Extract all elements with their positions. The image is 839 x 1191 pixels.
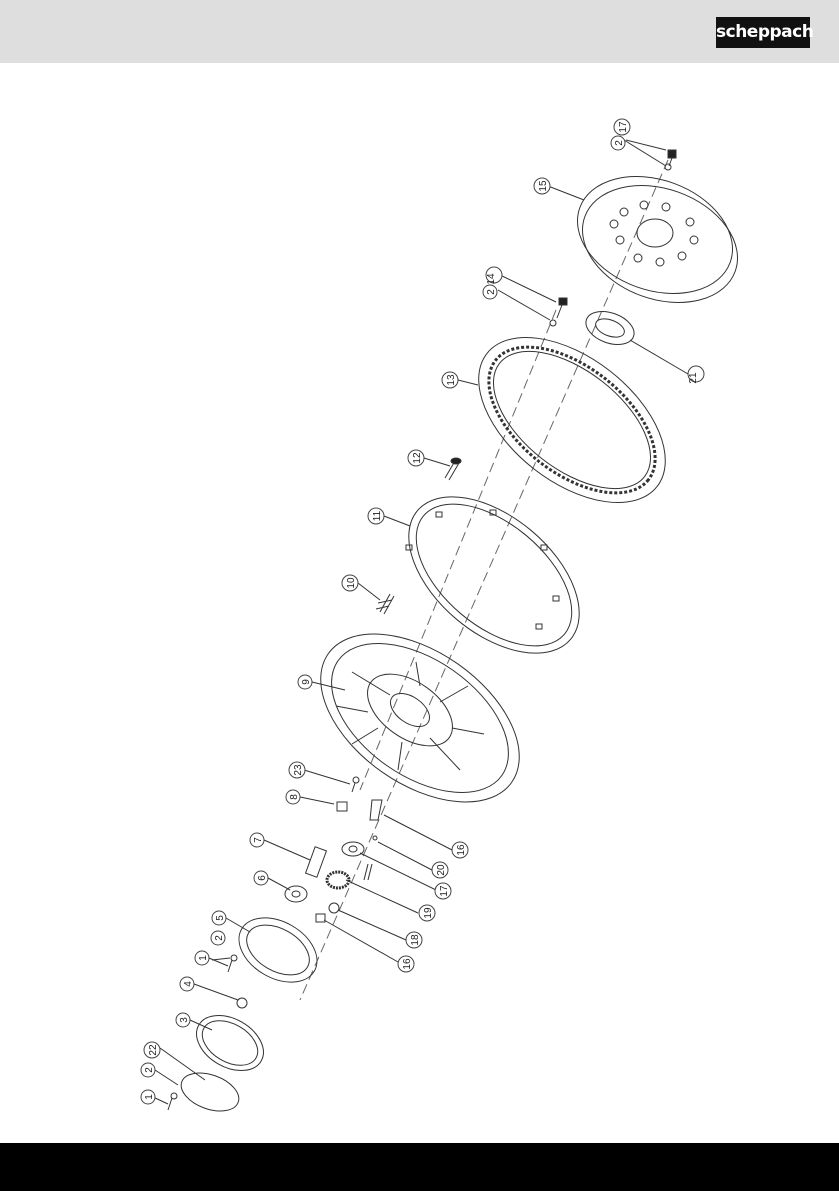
callout-3: 3 [176,1013,190,1027]
part-15-plate [561,156,754,323]
callout-8: 8 [286,790,300,804]
part-9-housing [290,600,549,837]
part-22-o-ring [176,1066,244,1118]
svg-text:8: 8 [289,794,300,800]
svg-text:1: 1 [198,955,209,961]
callout-6: 6 [254,871,268,885]
svg-text:16: 16 [456,844,467,856]
svg-text:4: 4 [183,981,194,987]
callout-13: 13 [442,372,458,388]
callout-19: 19 [419,905,435,921]
part-13-toothed-ring [449,305,696,536]
part-5-cover [228,905,329,995]
exploded-parts-drawing: 1 2 22 3 4 1 2 5 6 7 8 23 9 10 11 12 13 … [0,63,839,1143]
page-header: scheppach [0,0,839,63]
part-6-bearing [285,886,307,902]
part-21-flange [581,305,638,350]
part-3-cap [187,1004,273,1082]
callout-23: 23 [289,762,305,778]
callout-2-mid: 2 [483,285,497,299]
callout-2-top: 2 [611,136,625,150]
part-11-ring [380,466,608,683]
callout-1-upper: 1 [195,951,209,965]
callout-21: 21 [688,366,704,384]
svg-text:16: 16 [402,958,413,970]
svg-text:3: 3 [179,1017,190,1023]
svg-text:19: 19 [423,907,434,919]
part-18-clip [329,903,339,913]
callout-15: 15 [534,178,550,194]
svg-text:2: 2 [614,140,625,146]
svg-text:13: 13 [446,374,457,386]
callout-16-lower: 16 [398,956,414,972]
callout-20: 20 [432,862,448,878]
part-14-screw [550,298,567,326]
svg-text:17: 17 [439,885,450,897]
part-8-nut [337,802,347,811]
svg-text:23: 23 [293,764,304,776]
part-19-gear [327,864,372,888]
part-16-nut [316,914,325,922]
svg-text:22: 22 [148,1044,159,1056]
callout-4: 4 [180,977,194,991]
svg-text:5: 5 [215,915,226,921]
callout-2-lower: 2 [141,1063,155,1077]
svg-text:7: 7 [253,837,264,843]
callout-10: 10 [342,575,358,591]
part-17-washer [342,842,364,856]
callout-5: 5 [212,911,226,925]
svg-text:10: 10 [346,577,357,589]
svg-text:12: 12 [412,452,423,464]
svg-text:14: 14 [486,273,497,285]
svg-text:9: 9 [301,679,312,685]
callout-22: 22 [144,1042,160,1058]
part-10-spring [376,594,394,614]
svg-text:6: 6 [257,875,268,881]
callout-17-top: 17 [614,119,630,135]
callout-12: 12 [408,450,424,466]
svg-text:2: 2 [486,289,497,295]
brand-logo: scheppach [716,17,810,48]
part-7-shaft [306,847,327,877]
svg-text:2: 2 [214,935,225,941]
svg-text:17: 17 [618,121,629,133]
svg-text:15: 15 [538,180,549,192]
svg-text:18: 18 [410,934,421,946]
page-footer-bar [0,1143,839,1191]
part-12-pin [445,458,461,480]
part-23-pin [352,777,359,792]
part-4-snap-ring [237,998,247,1008]
part-20-ball [373,836,377,840]
callout-14: 14 [486,267,502,285]
callout-16-right: 16 [452,842,468,858]
callout-1-lower: 1 [141,1090,155,1104]
callout-7: 7 [250,833,264,847]
callout-18: 18 [406,932,422,948]
svg-text:2: 2 [144,1067,155,1073]
svg-text:11: 11 [372,510,383,521]
part-16-cone [370,800,382,820]
callout-17-right: 17 [435,883,451,899]
svg-text:20: 20 [436,864,447,876]
part-1-screw-upper [228,955,237,972]
part-17-screw [665,150,676,170]
svg-text:1: 1 [144,1094,155,1100]
callout-9: 9 [298,675,312,689]
callout-2-upper: 2 [211,931,225,945]
part-1-screw-lower [168,1093,177,1110]
svg-text:21: 21 [688,372,699,384]
callout-11: 11 [368,508,384,524]
